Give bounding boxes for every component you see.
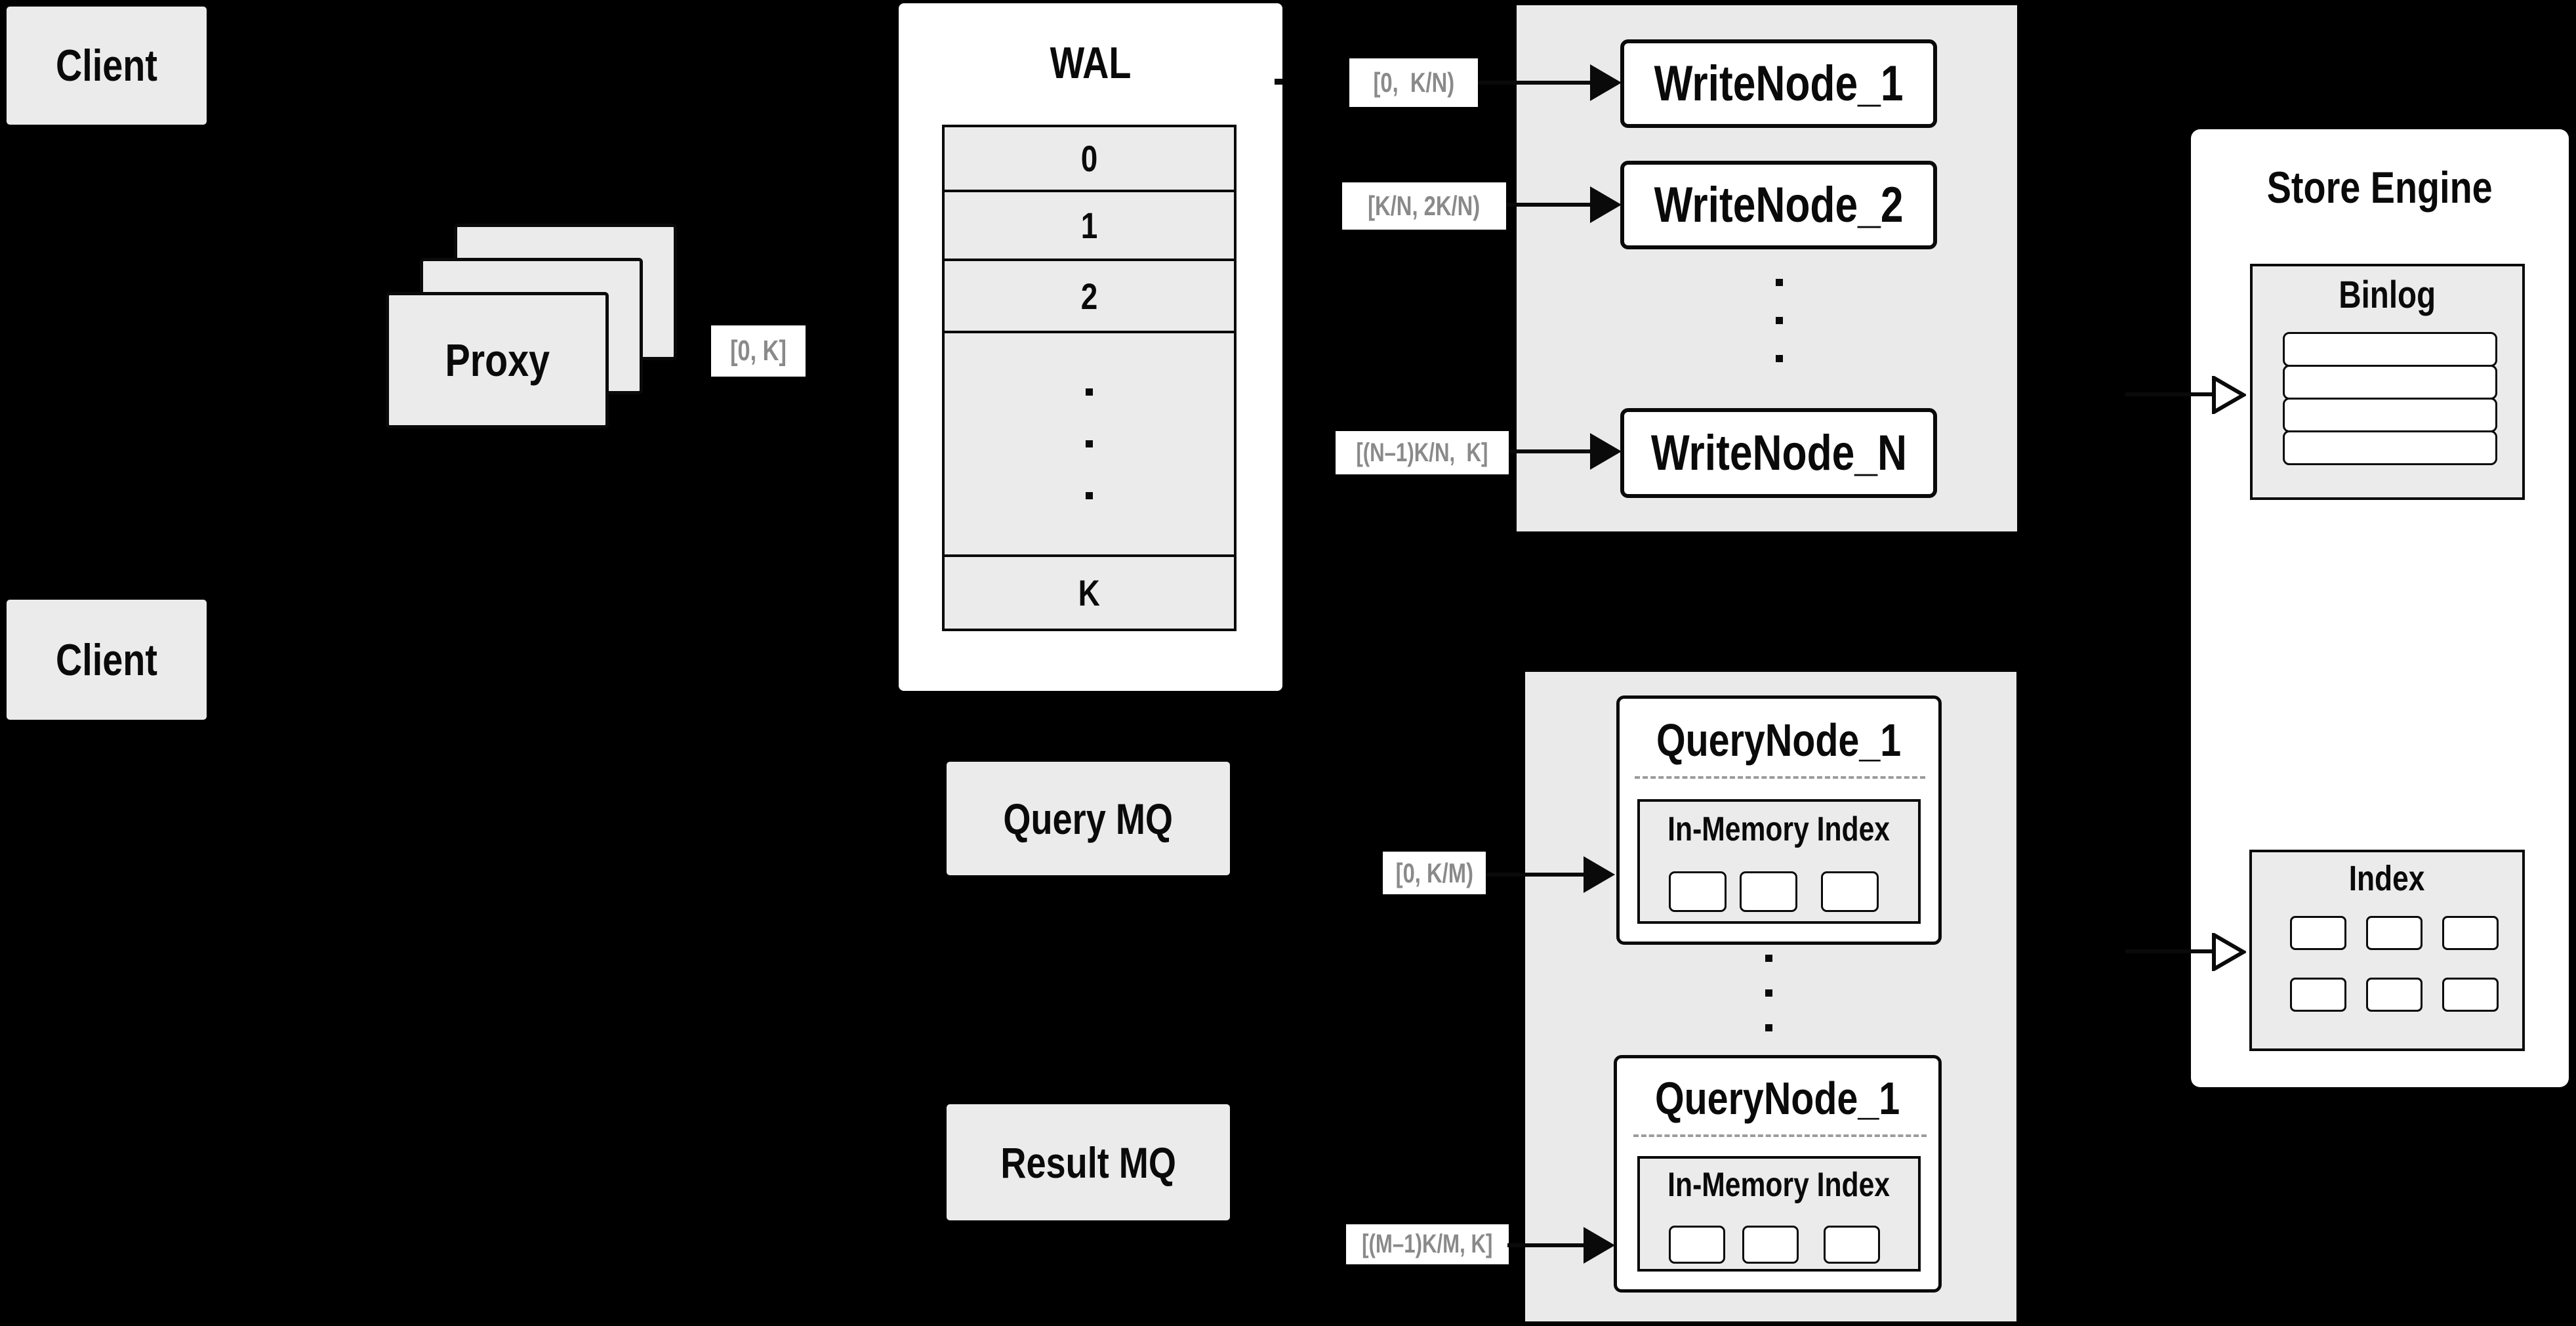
range-label-write-1: [0, K/N)	[1349, 58, 1478, 107]
binlog-row	[2283, 365, 2497, 400]
index-segment-box	[2290, 978, 2346, 1012]
wal-edge-connector-stub	[1275, 79, 1282, 85]
query-node-1-divider	[1635, 776, 1925, 779]
range-label-query-m: [(M–1)K/M, K]	[1346, 1224, 1509, 1264]
wal-segment-row: 2	[945, 259, 1234, 331]
memory-segment-box	[1821, 871, 1879, 912]
query-mq-box: Query MQ	[947, 762, 1230, 875]
memory-segment-box	[1669, 871, 1727, 912]
proxy-card-front: Proxy	[386, 292, 609, 428]
arrow-head-write-1	[1590, 64, 1622, 101]
ellipsis-dot	[1765, 955, 1772, 962]
arrow-head-write-n	[1590, 433, 1622, 470]
index-segment-box	[2290, 916, 2346, 950]
query-node-2-title: QueryNode_1	[1655, 1073, 1900, 1124]
store-engine-title: Store Engine	[2267, 163, 2493, 213]
arrow-head-query-m	[1584, 1227, 1615, 1264]
arrow-head-binlog	[2212, 376, 2246, 414]
wal-segment-row: 1	[945, 190, 1234, 259]
memory-segment-box	[1669, 1226, 1725, 1264]
index-segment-box	[2442, 978, 2499, 1012]
arrow-shaft-write-n	[1509, 449, 1590, 453]
arrow-head-query-1	[1584, 856, 1615, 893]
arrow-shaft-write-1	[1478, 81, 1590, 85]
wal-title: WAL	[1050, 38, 1132, 88]
range-label-write-2: [K/N, 2K/N)	[1342, 182, 1506, 230]
result-mq-box: Result MQ	[947, 1104, 1230, 1220]
ellipsis-dot	[1765, 989, 1772, 997]
write-node-2: WriteNode_2	[1620, 161, 1937, 249]
wal-segment-row: 0	[1080, 138, 1098, 179]
binlog-row	[2283, 398, 2497, 432]
index-segment-box	[2366, 978, 2423, 1012]
wal-ellipsis-row	[945, 331, 1234, 554]
wal-segment-row-last: K	[945, 554, 1234, 629]
arrow-shaft-binlog	[2125, 392, 2213, 396]
ellipsis-dot	[1776, 279, 1783, 286]
ellipsis-dot	[1765, 1024, 1772, 1031]
arrow-head-index	[2212, 933, 2246, 971]
memory-segment-box	[1742, 1226, 1799, 1264]
arrow-shaft-write-2	[1506, 203, 1590, 207]
memory-segment-box	[1740, 871, 1797, 912]
query-node-2-inmemory-title: In-Memory Index	[1667, 1166, 1891, 1204]
client-box-bottom: Client	[7, 600, 207, 720]
ellipsis-dot	[1086, 492, 1093, 499]
client-top-label: Client	[56, 41, 157, 91]
binlog-row	[2283, 332, 2497, 367]
range-label-proxy-to-wal: [0, K]	[711, 325, 806, 377]
query-node-1-title: QueryNode_1	[1656, 715, 1902, 766]
query-node-2-divider	[1633, 1134, 1927, 1137]
index-box	[2249, 850, 2525, 1051]
proxy-label: Proxy	[445, 335, 550, 386]
client-bottom-label: Client	[56, 634, 157, 685]
index-segment-box	[2366, 916, 2423, 950]
query-node-1-inmemory-title: In-Memory Index	[1667, 810, 1891, 848]
client-box-top: Client	[7, 7, 207, 125]
ellipsis-dot	[1776, 355, 1783, 362]
arrow-head-write-2	[1590, 186, 1622, 223]
write-node-n: WriteNode_N	[1620, 408, 1937, 498]
binlog-title: Binlog	[2339, 273, 2436, 316]
ellipsis-dot	[1086, 440, 1093, 447]
index-title: Index	[2349, 859, 2425, 898]
write-node-1: WriteNode_1	[1620, 39, 1937, 128]
memory-segment-box	[1824, 1226, 1880, 1264]
arrow-shaft-query-1	[1486, 873, 1584, 877]
ellipsis-dot	[1086, 388, 1093, 396]
arrow-shaft-query-m	[1507, 1243, 1584, 1247]
ellipsis-dot	[1776, 317, 1783, 324]
range-label-write-n: [(N–1)K/N, K]	[1336, 431, 1509, 474]
range-label-query-1: [0, K/M)	[1383, 852, 1486, 894]
arrow-shaft-index	[2125, 949, 2213, 953]
wal-segment-table: 0 1 2 K	[942, 125, 1237, 631]
binlog-row	[2283, 430, 2497, 465]
index-segment-box	[2442, 916, 2499, 950]
